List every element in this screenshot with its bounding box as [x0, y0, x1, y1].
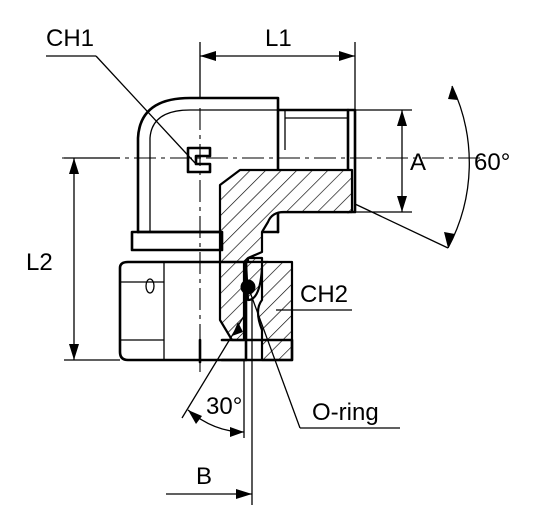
- label-ch2: CH2: [300, 281, 348, 308]
- dimension-a: [355, 109, 412, 213]
- o-ring-leader: [249, 291, 400, 429]
- center-lines: [62, 108, 480, 372]
- ch1-leader: [46, 55, 197, 165]
- label-ch1: CH1: [46, 25, 94, 52]
- label-b: B: [196, 463, 212, 490]
- label-a: A: [410, 149, 426, 176]
- angle-30: [181, 315, 245, 438]
- dimension-b: [166, 300, 253, 505]
- dimension-l1: [199, 42, 356, 110]
- label-angle-60: 60°: [474, 149, 510, 176]
- o-ring: [240, 279, 256, 295]
- label-angle-30: 30°: [206, 393, 242, 420]
- swivel-nut: [118, 260, 294, 364]
- dimension-l2: [64, 157, 120, 361]
- ch1-wrench-flat: [186, 146, 212, 174]
- label-l1: L1: [265, 25, 292, 52]
- collar: [130, 230, 224, 252]
- label-o-ring: O-ring: [312, 399, 379, 426]
- label-l2: L2: [26, 249, 53, 276]
- angle-60: [354, 85, 470, 249]
